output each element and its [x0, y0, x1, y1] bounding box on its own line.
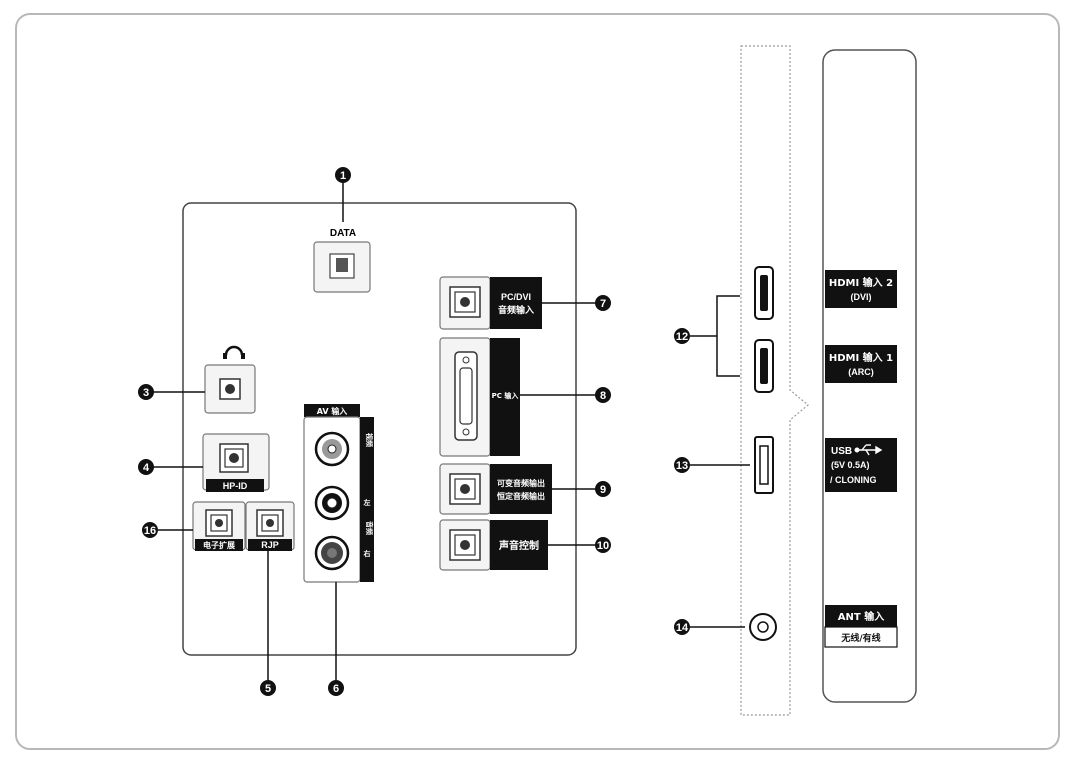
marker-13 — [674, 457, 690, 473]
marker-10 — [595, 537, 611, 553]
marker-1 — [335, 167, 351, 183]
marker-10-number: 10 — [597, 540, 609, 552]
marker-16-number: 16 — [144, 525, 156, 537]
marker-12-number: 12 — [676, 331, 688, 343]
marker-3 — [138, 384, 154, 400]
hdmi1-label-block: HDMI 输入 1 (ARC) — [825, 345, 897, 383]
marker-5 — [260, 680, 276, 696]
marker-5-number: 5 — [265, 683, 271, 695]
pc-in-label: PC 输入 — [492, 391, 519, 400]
marker-1-number: 1 — [340, 170, 346, 182]
av-in-header — [304, 404, 360, 417]
rjp-group: RJP 5 — [245, 501, 295, 696]
hdmi2-label-2: (DVI) — [851, 292, 872, 302]
marker-12 — [674, 328, 690, 344]
av-side-label-video: 视频 — [365, 433, 374, 447]
ant-label-1: ANT 输入 — [838, 610, 884, 623]
usb-label-2: (5V 0.5A) — [831, 460, 870, 470]
usb-label-3: / CLONING — [830, 475, 877, 485]
hp-id-label: HP-ID — [223, 481, 248, 491]
marker-4 — [138, 459, 154, 475]
usb-label-block: USB (5V 0.5A) / CLONING — [825, 438, 897, 492]
data-port-group: 1 DATA — [313, 167, 371, 293]
pc-dvi-audio-label-1: PC/DVI — [501, 292, 531, 302]
audio-out-label-2: 恒定音频输出 — [497, 491, 545, 501]
usb-group: 13 — [674, 436, 774, 494]
hp-id-group: HP-ID 4 — [138, 433, 270, 492]
ant-label-block: ANT 输入 无线/有线 — [824, 605, 898, 648]
ext-control-label: 电子扩展 — [203, 540, 235, 550]
marker-4-number: 4 — [143, 462, 150, 474]
headphone-icon — [224, 345, 244, 356]
pc-in-group: PC 输入 8 — [439, 337, 611, 457]
marker-16 — [142, 522, 158, 538]
av-in-group: AV 输入 视频 音频 左 右 6 — [303, 404, 374, 696]
pc-dvi-audio-group: PC/DVI 音频输入 7 — [439, 276, 611, 330]
hdmi1-label-1: HDMI 输入 1 — [829, 351, 893, 364]
marker-3-number: 3 — [143, 387, 149, 399]
headphone-group: 3 — [138, 345, 256, 414]
marker-8 — [595, 387, 611, 403]
ant-group: 14 — [674, 613, 777, 641]
marker-9-number: 9 — [600, 484, 606, 496]
marker-8-number: 8 — [600, 390, 606, 402]
hdmi1-label-2: (ARC) — [848, 367, 874, 377]
data-port-label: DATA — [330, 228, 356, 239]
usb-icon — [854, 444, 883, 456]
av-side-label-right: 右 — [363, 549, 371, 558]
marker-7-number: 7 — [600, 298, 606, 310]
marker-14-number: 14 — [676, 622, 689, 634]
pc-dvi-audio-label-2: 音频输入 — [498, 304, 534, 316]
marker-14 — [674, 619, 690, 635]
audio-out-group: 可变音频输出 恒定音频输出 9 — [439, 463, 611, 515]
rjp-label: RJP — [261, 540, 279, 550]
marker-9 — [595, 481, 611, 497]
hdmi2-label-block: HDMI 输入 2 (DVI) — [825, 270, 897, 308]
hdmi2-label-1: HDMI 输入 2 — [829, 276, 893, 289]
sound-control-label: 声音控制 — [498, 539, 539, 552]
av-side-label-left: 左 — [363, 498, 371, 507]
av-side-label-audio: 音频 — [365, 521, 374, 535]
usb-label-1: USB — [831, 446, 852, 457]
av-in-label: AV 输入 — [317, 406, 348, 416]
ext-control-group: 电子扩展 16 — [142, 501, 246, 551]
marker-6 — [328, 680, 344, 696]
side-edge-panel — [740, 45, 809, 716]
marker-13-number: 13 — [676, 460, 688, 472]
marker-6-number: 6 — [333, 683, 339, 695]
audio-out-label-1: 可变音频输出 — [497, 478, 545, 488]
hdmi-group: 12 — [674, 266, 774, 393]
marker-7 — [595, 295, 611, 311]
ant-label-2: 无线/有线 — [840, 632, 880, 644]
sound-control-group: 声音控制 10 — [439, 519, 611, 571]
